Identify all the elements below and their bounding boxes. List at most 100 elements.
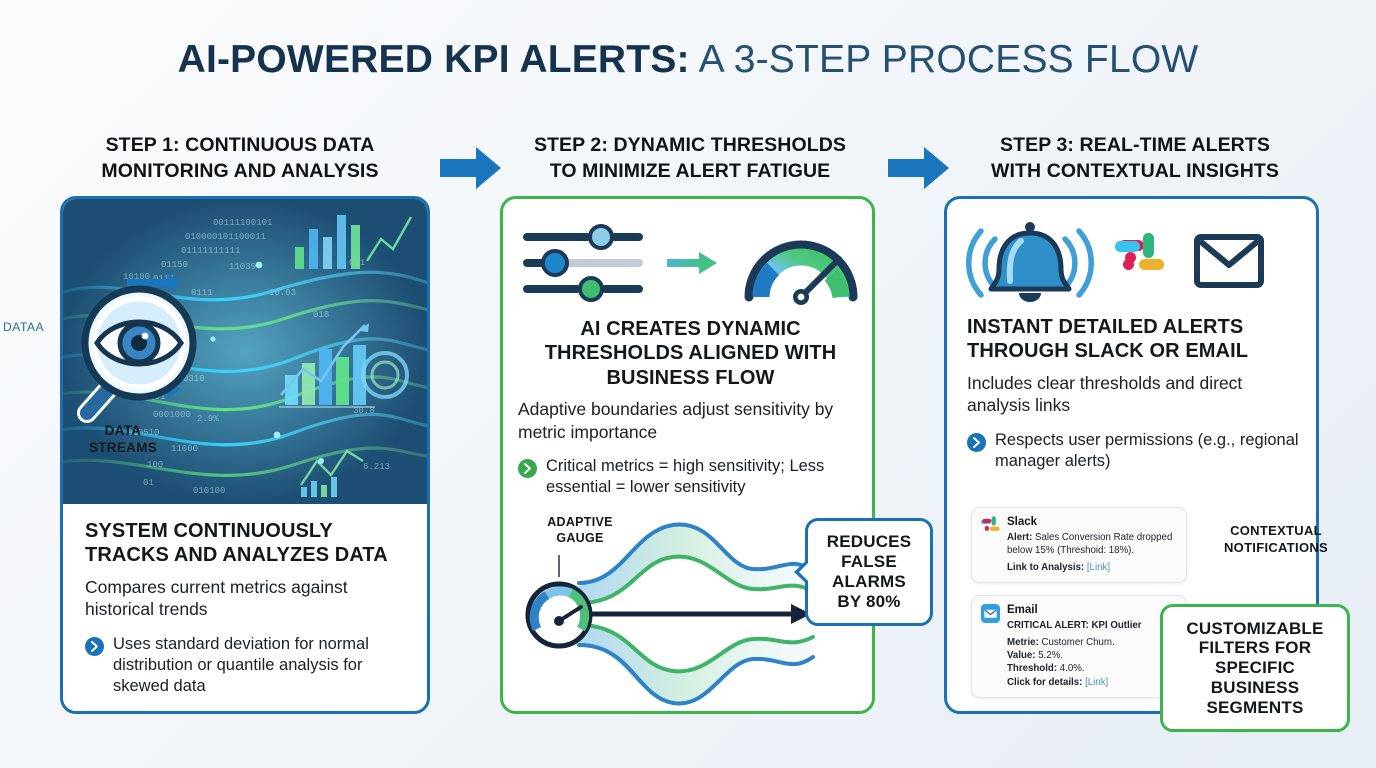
email-link-line[interactable]: Click for details: [Link] <box>1007 676 1177 689</box>
callout-tail-inner <box>799 562 809 582</box>
email-value-line: Value: 5.2%. <box>1007 649 1177 662</box>
svg-text:010100: 010100 <box>193 486 225 496</box>
svg-text:0001000: 0001000 <box>153 410 191 420</box>
svg-text:010000101100011: 010000101100011 <box>185 232 266 242</box>
contextual-notifications-line2: NOTIFICATIONS <box>1223 539 1329 555</box>
chevron-right-icon <box>518 458 537 478</box>
filters-callout-line1: CUSTOMIZABLE <box>1186 618 1324 638</box>
step-3-title: INSTANT DETAILED ALERTS THROUGH SLACK OR… <box>967 316 1249 363</box>
slack-app-name: Slack <box>1007 516 1038 528</box>
slack-notification-card[interactable]: Slack Alert: Sales Conversion Rate dropp… <box>971 507 1187 584</box>
adaptive-gauge-label-line2: GAUGE <box>556 530 604 545</box>
filters-callout-line4: BUSINESS <box>1210 677 1300 697</box>
flow-arrow-1-to-2-icon <box>440 146 502 190</box>
step-3-card: INSTANT DETAILED ALERTS THROUGH SLACK OR… <box>944 196 1319 714</box>
data-streams-caption-line2: STREAMS <box>88 439 158 455</box>
chevron-right-icon <box>85 636 104 656</box>
step-2-heading-line2: TO MINIMIZE ALERT FATIGUE <box>549 159 831 182</box>
email-metric-label: Metrie: <box>1007 636 1039 648</box>
page-title-light: A 3-STEP PROCESS FLOW <box>689 38 1199 81</box>
step-2-heading: STEP 2: DYNAMIC THRESHOLDS TO MINIMIZE A… <box>505 133 875 185</box>
filters-callout-line2: FILTERS FOR <box>1198 638 1312 658</box>
slack-link-line[interactable]: Link to Analysis: [Link] <box>1007 561 1177 574</box>
chevron-right-icon <box>967 432 986 452</box>
envelope-icon <box>981 603 1000 689</box>
email-threshold-line: Threshold: 4.0%. <box>1007 662 1177 675</box>
svg-text:30.8: 30.8 <box>353 406 375 416</box>
step-3-bullet-text: Respects user permissions (e.g., regiona… <box>995 430 1299 470</box>
step-1-heading: STEP 1: CONTINUOUS DATA MONITORING AND A… <box>60 133 420 185</box>
svg-text:01150: 01150 <box>161 260 188 270</box>
svg-text:2.9%: 2.9% <box>197 414 219 424</box>
step-1-text-block: SYSTEM CONTINUOUSLY TRACKS AND ANALYZES … <box>85 519 411 698</box>
reduces-false-alarms-callout: REDUCES FALSE ALARMS BY 80% <box>794 518 933 626</box>
email-notification-body: Email CRITICAL ALERT: KPI Outlier Metrie… <box>1007 603 1177 689</box>
step-3-illustration <box>947 215 1316 307</box>
step-1-subtitle: Compares current metrics against histori… <box>85 576 348 620</box>
email-link-label: Click for details: <box>1007 676 1083 688</box>
reduce-callout-line4: BY 80% <box>837 592 901 612</box>
step-2-bullet: Critical metrics = high sensitivity; Les… <box>518 456 863 499</box>
reduce-callout-line3: ALARMS <box>832 572 906 591</box>
contextual-notifications-line1: CONTEXTUAL <box>1230 523 1322 538</box>
step-2-text-block: AI CREATES DYNAMIC THRESHOLDS ALIGNED WI… <box>518 317 863 499</box>
email-notification-card[interactable]: Email CRITICAL ALERT: KPI Outlier Metrie… <box>971 595 1187 698</box>
email-link[interactable]: [Link] <box>1085 676 1109 688</box>
step-2-heading-line1: STEP 2: DYNAMIC THRESHOLDS <box>533 134 847 156</box>
step-3-subtitle: Includes clear thresholds and direct ana… <box>967 372 1243 416</box>
email-value-value: 5.2%. <box>1035 650 1064 662</box>
email-app-name: Email <box>1007 604 1038 616</box>
step-1-heading-line1: STEP 1: CONTINUOUS DATA <box>105 134 375 156</box>
slack-alert-text: Sales Conversion Rate dropped below 15% … <box>1007 531 1173 556</box>
slack-link-label: Link to Analysis: <box>1007 562 1085 574</box>
adaptive-boundaries-diagram <box>503 509 872 709</box>
svg-text:11039: 11039 <box>229 262 256 272</box>
email-threshold-value: 4.0%. <box>1057 663 1085 675</box>
svg-text:01111111111: 01111111111 <box>181 246 240 256</box>
filters-callout-line3: SPECIFIC <box>1214 658 1295 678</box>
step-1-illustration: 00111100101 010000101100011 01111111111 01… <box>63 199 427 504</box>
reduce-callout-line2: FALSE <box>841 551 897 571</box>
slack-link[interactable]: [Link] <box>1086 562 1111 574</box>
adaptive-gauge-label-line1: ADAPTIVE <box>547 515 613 529</box>
svg-text:11000: 11000 <box>171 444 198 454</box>
svg-text:0111: 0111 <box>191 288 213 298</box>
page-title-strong: AI-POWERED KPI ALERTS: <box>177 38 690 81</box>
contextual-notifications-label: CONTEXTUAL NOTIFICATIONS <box>1198 523 1354 557</box>
step-2-bullet-text: Critical metrics = high sensitivity; Les… <box>546 456 825 497</box>
data-streams-caption: DATA STREAMS <box>58 423 188 457</box>
svg-text:10.03: 10.03 <box>269 288 296 298</box>
step-2-title: AI CREATES DYNAMIC THRESHOLDS ALIGNED WI… <box>544 318 837 389</box>
page-title: AI-POWERED KPI ALERTS: A 3-STEP PROCESS … <box>0 38 1376 82</box>
step-1-bullet-text: Uses standard deviation for normal distr… <box>113 634 369 696</box>
svg-text:100: 100 <box>147 460 163 470</box>
svg-text:6.213: 6.213 <box>363 462 390 472</box>
customizable-filters-callout: CUSTOMIZABLE FILTERS FOR SPECIFIC BUSINE… <box>1160 604 1350 732</box>
slack-icon <box>981 515 1000 574</box>
step-2-illustration <box>503 213 872 313</box>
step-3-heading-line1: STEP 3: REAL-TIME ALERTS <box>999 134 1270 156</box>
email-value-label: Value: <box>1007 650 1036 662</box>
slack-notification-body: Slack Alert: Sales Conversion Rate dropp… <box>1007 515 1177 574</box>
reduce-callout-line1: REDUCES <box>826 531 912 551</box>
step-3-text-block: INSTANT DETAILED ALERTS THROUGH SLACK OR… <box>967 315 1302 472</box>
data-streams-caption-line1: DATA <box>104 423 142 438</box>
step-2-subtitle: Adaptive boundaries adjust sensitivity b… <box>518 399 834 442</box>
filters-callout-line5: SEGMENTS <box>1206 697 1304 717</box>
step-1-title: SYSTEM CONTINUOUSLY TRACKS AND ANALYZES … <box>85 520 388 567</box>
step-1-bullet: Uses standard deviation for normal distr… <box>85 634 411 698</box>
step-3-heading: STEP 3: REAL-TIME ALERTS WITH CONTEXTUAL… <box>950 133 1320 185</box>
email-headline: CRITICAL ALERT: KPI Outlier <box>1007 619 1142 631</box>
step-1-heading-line2: MONITORING AND ANALYSIS <box>101 159 379 182</box>
flow-arrow-2-to-3-icon <box>888 146 950 190</box>
slack-alert-label: Alert: <box>1007 531 1033 543</box>
slack-alert-line: Alert: Sales Conversion Rate dropped bel… <box>1007 531 1177 558</box>
step-2-card: AI CREATES DYNAMIC THRESHOLDS ALIGNED WI… <box>500 196 875 714</box>
step-1-card: 00111100101 010000101100011 01111111111 01… <box>60 196 430 714</box>
svg-text:00111100101: 00111100101 <box>213 218 272 228</box>
adaptive-gauge-label: ADAPTIVE GAUGE <box>525 515 635 546</box>
svg-text:10100: 10100 <box>123 272 150 282</box>
email-metric-value: Customer Chum. <box>1038 636 1115 648</box>
step-3-bullet: Respects user permissions (e.g., regiona… <box>967 430 1302 473</box>
svg-text:0310: 0310 <box>183 374 205 384</box>
